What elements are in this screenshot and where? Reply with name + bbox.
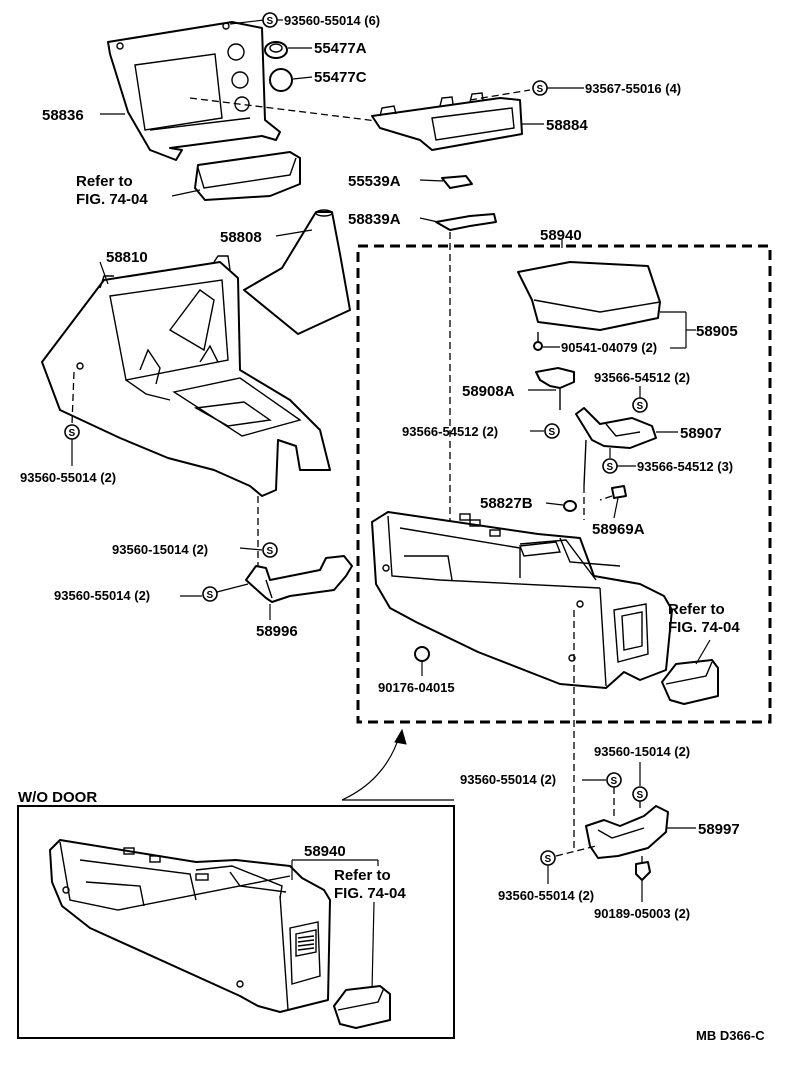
label-55477C: 55477C: [314, 69, 367, 86]
part-58907-hinge: [575, 407, 657, 487]
label-58997: 58997: [698, 821, 740, 838]
refer-inset-line1: Refer to: [334, 867, 391, 884]
label-93560-55014-2-bottom: 93560-55014 (2): [498, 888, 594, 903]
label-93566-54512-2-left: 93566-54512 (2): [402, 424, 498, 439]
part-90541-04079-screw: [533, 332, 543, 351]
label-90541-04079-2: 90541-04079 (2): [561, 340, 657, 355]
screw-icon: S: [632, 397, 648, 413]
svg-text:S: S: [267, 546, 274, 557]
screw-icon: S: [262, 542, 278, 558]
label-58810: 58810: [106, 249, 148, 266]
screw-icon: S: [606, 772, 622, 788]
label-58996: 58996: [256, 623, 298, 640]
screw-icon: S: [64, 424, 80, 440]
label-58940: 58940: [540, 227, 582, 244]
part-55539A-clip: [441, 175, 473, 189]
part-58908A-latch: [535, 367, 575, 410]
refer-right-line2: FIG. 74-04: [668, 619, 740, 636]
label-58969A: 58969A: [592, 521, 645, 538]
svg-text:S: S: [637, 401, 644, 412]
label-58907: 58907: [680, 425, 722, 442]
label-58839A: 58839A: [348, 211, 401, 228]
svg-text:S: S: [611, 776, 618, 787]
svg-text:S: S: [537, 84, 544, 95]
screw-icon: S: [202, 586, 218, 602]
part-ashtray-rear: [661, 659, 719, 705]
part-58940-console-rear: [371, 511, 673, 689]
part-58969A-clip: [599, 485, 627, 501]
label-93566-54512-3: 93566-54512 (3): [637, 459, 733, 474]
refer-top-line1: Refer to: [76, 173, 133, 190]
label-58908A: 58908A: [462, 383, 515, 400]
part-58827B-bumper: [563, 500, 577, 512]
svg-text:S: S: [267, 16, 274, 27]
label-90189-05003-2: 90189-05003 (2): [594, 906, 690, 921]
part-55477A-knob: [264, 41, 288, 59]
part-58905-armrest-lid: [517, 261, 661, 331]
screw-icon: S: [540, 850, 556, 866]
part-58839A-bracket: [435, 213, 497, 231]
svg-text:S: S: [545, 854, 552, 865]
label-93560-55014-6: 93560-55014 (6): [284, 13, 380, 28]
label-55477A: 55477A: [314, 40, 367, 57]
part-ashtray-inset: [333, 985, 391, 1029]
part-ashtray-top: [194, 151, 301, 201]
screw-icon: S: [262, 12, 278, 28]
label-58836: 58836: [42, 107, 84, 124]
label-93560-55014-2-right: 93560-55014 (2): [460, 772, 556, 787]
part-58810-console-front: [41, 255, 331, 497]
part-58997-bracket: [585, 805, 669, 859]
refer-top-line2: FIG. 74-04: [76, 191, 148, 208]
refer-inset-line2: FIG. 74-04: [334, 885, 406, 902]
label-58905: 58905: [696, 323, 738, 340]
refer-right-line1: Refer to: [668, 601, 725, 618]
svg-text:S: S: [637, 790, 644, 801]
part-58836-bezel: [107, 21, 281, 161]
assembly-58940-box: [356, 244, 772, 724]
screw-icon: S: [544, 423, 560, 439]
label-93560-15014-2-left: 93560-15014 (2): [112, 542, 208, 557]
label-wo-door: W/O DOOR: [18, 789, 97, 806]
label-58827B: 58827B: [480, 495, 533, 512]
svg-text:S: S: [607, 462, 614, 473]
label-93560-55014-2-mid: 93560-55014 (2): [54, 588, 150, 603]
label-58808: 58808: [220, 229, 262, 246]
diagram-code: MB D366-C: [696, 1028, 765, 1043]
part-90176-04015-plug: [414, 646, 430, 662]
part-90189-05003-clip: [635, 856, 651, 881]
label-93560-15014-2-right: 93560-15014 (2): [594, 744, 690, 759]
svg-text:S: S: [549, 427, 556, 438]
screw-icon: S: [532, 80, 548, 96]
part-58808-shift-boot: [243, 209, 351, 335]
label-93560-55014-2-left: 93560-55014 (2): [20, 470, 116, 485]
label-55539A: 55539A: [348, 173, 401, 190]
part-58996-bracket: [245, 555, 353, 603]
part-58884-bracket: [371, 92, 523, 151]
label-58884: 58884: [546, 117, 588, 134]
label-58940-inset: 58940: [304, 843, 346, 860]
screw-icon: S: [632, 786, 648, 802]
svg-text:S: S: [207, 590, 214, 601]
svg-text:S: S: [69, 428, 76, 439]
screw-icon: S: [602, 458, 618, 474]
label-93566-54512-2-right: 93566-54512 (2): [594, 370, 690, 385]
inset-wo-door-box: [17, 805, 455, 1039]
label-90176-04015: 90176-04015: [378, 680, 455, 695]
label-93567-55016-4: 93567-55016 (4): [585, 81, 681, 96]
part-58940-console-wo-door: [49, 839, 331, 1013]
part-55477C-knob: [269, 68, 293, 92]
